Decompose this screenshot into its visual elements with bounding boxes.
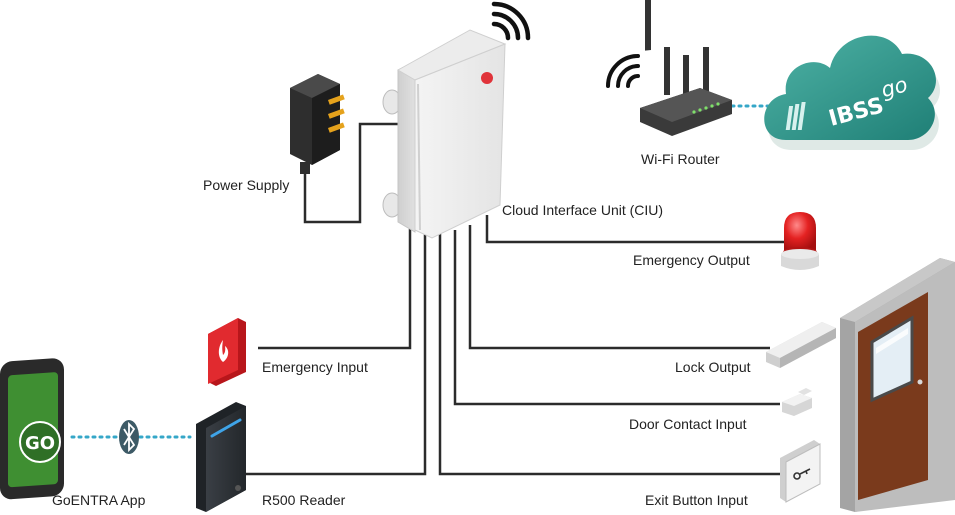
wire-reader — [245, 232, 427, 476]
wires — [245, 122, 792, 476]
power-supply-icon — [290, 74, 345, 174]
ibss-go-cloud-icon: IBSS go — [764, 35, 940, 151]
wire-exit-button — [438, 232, 780, 476]
maglock-icon — [766, 322, 836, 368]
r500-reader-icon — [196, 402, 246, 512]
label-lock-output: Lock Output — [675, 359, 751, 375]
emergency-beacon-icon — [781, 212, 819, 270]
wire-lock-output — [468, 225, 770, 350]
wire-power-supply — [303, 122, 398, 224]
label-power-supply: Power Supply — [203, 177, 289, 193]
door-icon — [840, 258, 955, 512]
fire-alarm-icon — [208, 247, 246, 386]
wifi-router-icon — [640, 0, 732, 136]
label-goentra-app: GoENTRA App — [52, 492, 146, 508]
wire-emergency-input — [258, 222, 412, 350]
wire-door-contact — [453, 230, 780, 406]
label-emergency-input: Emergency Input — [262, 359, 368, 375]
key-icon — [793, 468, 811, 480]
label-r500-reader: R500 Reader — [262, 492, 346, 508]
label-ciu: Cloud Interface Unit (CIU) — [502, 202, 663, 218]
ciu-device — [382, 29, 507, 239]
label-door-contact-input: Door Contact Input — [629, 416, 747, 432]
wifi-signal-icon — [491, 1, 531, 41]
label-exit-button-input: Exit Button Input — [645, 492, 748, 508]
smartphone-icon: GO — [0, 358, 64, 500]
bluetooth-icon — [119, 420, 139, 454]
label-wifi-router: Wi-Fi Router — [641, 151, 720, 167]
label-emergency-output: Emergency Output — [633, 252, 750, 268]
router-signal-icon — [606, 54, 640, 88]
wire-emergency-output — [485, 215, 792, 244]
door-contact-sensor-icon — [782, 388, 812, 416]
exit-button-icon — [780, 440, 821, 503]
phone-app-logo-text: GO — [25, 433, 55, 454]
